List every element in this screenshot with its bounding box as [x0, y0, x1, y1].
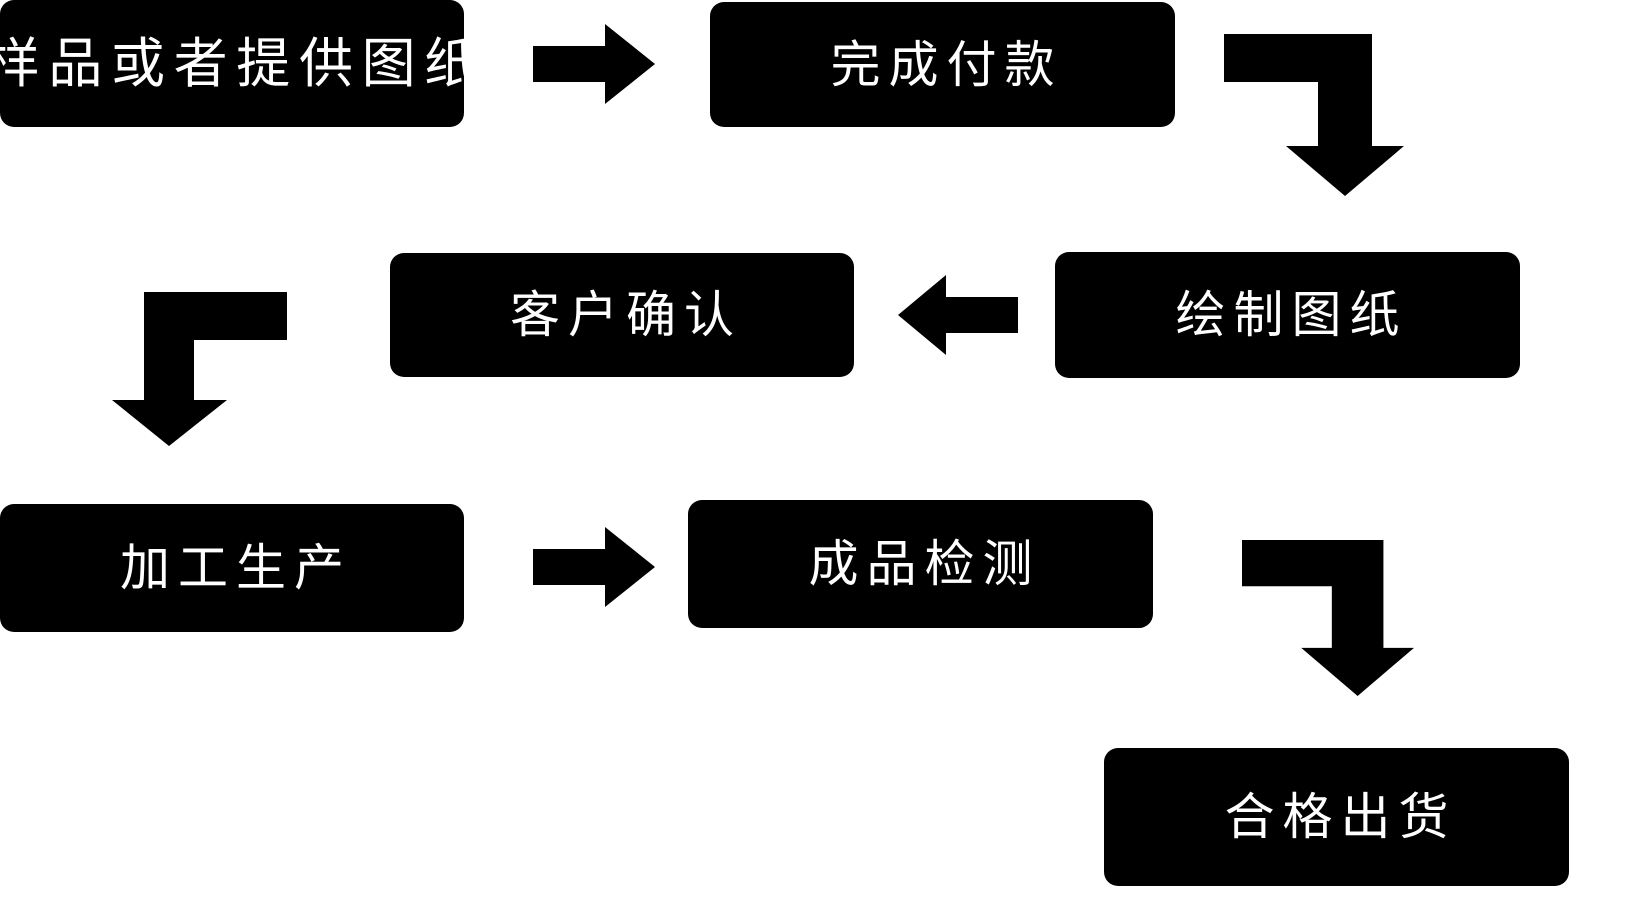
- flow-node-sample-or-drawing[interactable]: 样品或者提供图纸: [0, 0, 478, 127]
- flow-node-label: 样品或者提供图纸: [0, 33, 487, 94]
- elbow-right-down-icon: [1242, 540, 1414, 696]
- flow-node-label: 完成付款: [830, 36, 1063, 93]
- flow-node-customer-confirm[interactable]: 客户确认: [390, 253, 854, 377]
- flow-node-final-inspection[interactable]: 成品检测: [688, 500, 1153, 628]
- flow-node-label: 加工生产: [120, 540, 352, 596]
- flow-node-qualified-shipment[interactable]: 合格出货: [1104, 748, 1569, 886]
- flow-node-label: 绘制图纸: [1175, 287, 1408, 343]
- arrow-left-icon: [898, 275, 1018, 355]
- flow-node-label: 合格出货: [1224, 789, 1457, 845]
- arrow-right-icon: [533, 24, 655, 104]
- arrow-right-icon: [533, 527, 655, 607]
- flow-node-complete-payment[interactable]: 完成付款: [710, 2, 1175, 127]
- flow-node-draw-drawing[interactable]: 绘制图纸: [1055, 252, 1520, 378]
- flow-node-label: 成品检测: [808, 536, 1041, 592]
- elbow-right-down-icon: [1224, 34, 1404, 196]
- flow-node-label: 客户确认: [510, 287, 742, 343]
- flow-node-production[interactable]: 加工生产: [0, 504, 464, 632]
- elbow-left-down-icon: [112, 292, 287, 446]
